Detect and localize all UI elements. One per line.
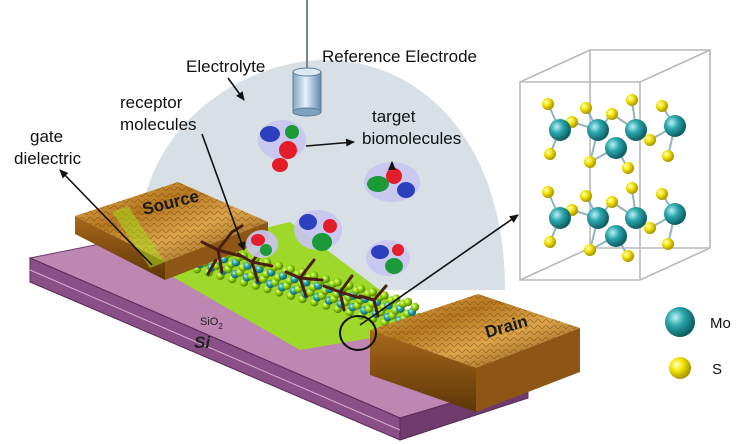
crystal-mo-atom [549,119,571,141]
legend-s-label: S [712,361,722,378]
crystal-s-atom [542,186,554,198]
lattice-atom [321,274,330,284]
target-label-line1: target [372,107,416,126]
crystal-link-arrow [359,214,519,326]
crystal-s-atom [580,102,592,114]
target-arrow [305,138,355,147]
crystal-s-atom [542,98,554,110]
bound-biomolecule-2 [246,230,278,258]
lattice-atom [380,291,389,300]
crystal-s-atom [606,108,618,120]
crystal-s-atom [626,182,638,194]
sio2-label: SiO2 [200,316,223,331]
unit-cell-highlight [339,315,377,351]
crystal-s-atom [644,222,656,234]
lattice-atom [410,302,420,312]
reference-electrode-label: Reference Electrode [322,47,477,66]
si-label: Si [194,333,211,352]
receptor-label-line1: receptor [120,93,183,112]
lattice-atom [403,297,413,307]
lattice-atom [368,287,377,297]
crystal-mo-atom [664,203,686,225]
crystal-s-atom [584,156,596,168]
legend-mo-label: Mo [710,315,731,332]
crystal-mo-atom [605,225,627,247]
crystal-s-atom [662,150,674,162]
crystal-mo-atom [625,207,647,229]
bound-biomolecule-1 [294,210,342,251]
crystal-s-atom [622,162,634,174]
crystal-mo-atom [605,137,627,159]
reference-electrode [292,0,322,117]
crystal-s-atom [656,188,668,200]
annotation-arrows [59,77,519,326]
crystal-s-atom [622,250,634,262]
target-biomolecule-1 [258,120,306,172]
crystal-mo-atom [664,115,686,137]
bound-biomolecule-3 [366,240,410,276]
gate-label-line2: dielectric [14,149,82,168]
crystal-mo-atom [625,119,647,141]
source-electrode: Source [75,182,268,280]
receptor-arrow [201,133,246,251]
crystal-s-atom [606,196,618,208]
crystal-s-atom [662,238,674,250]
crystal-s-atom [580,190,592,202]
crystal-s-atom [626,94,638,106]
crystal-s-atom [544,148,556,160]
lattice-atom [286,264,295,274]
crystal-s-atom [584,244,596,256]
electrolyte-arrow [227,77,245,101]
lattice-atom [333,278,342,287]
crystal-mo-atom [549,207,571,229]
lattice-atom [274,261,284,270]
electrolyte-label: Electrolyte [186,57,265,76]
receptor-label-line2: molecules [120,115,197,134]
crystal-s-atom [544,236,556,248]
legend: Mo S [665,307,731,379]
crystal-s-atom [656,100,668,112]
crystal-mo-atom [587,119,609,141]
gate-arrow-line [59,169,153,266]
crystal-s-atom [644,134,656,146]
drain-electrode: Drain [370,294,580,412]
mos2-crystal-structure [519,49,711,281]
lattice-atom [356,284,366,293]
legend-s-swatch [669,357,691,379]
target-biomolecule-2 [364,162,420,202]
crystal-mo-atom [587,207,609,229]
legend-mo-swatch [665,307,695,337]
target-label-line2: biomolecules [362,129,461,148]
gate-label-line1: gate [30,127,63,146]
